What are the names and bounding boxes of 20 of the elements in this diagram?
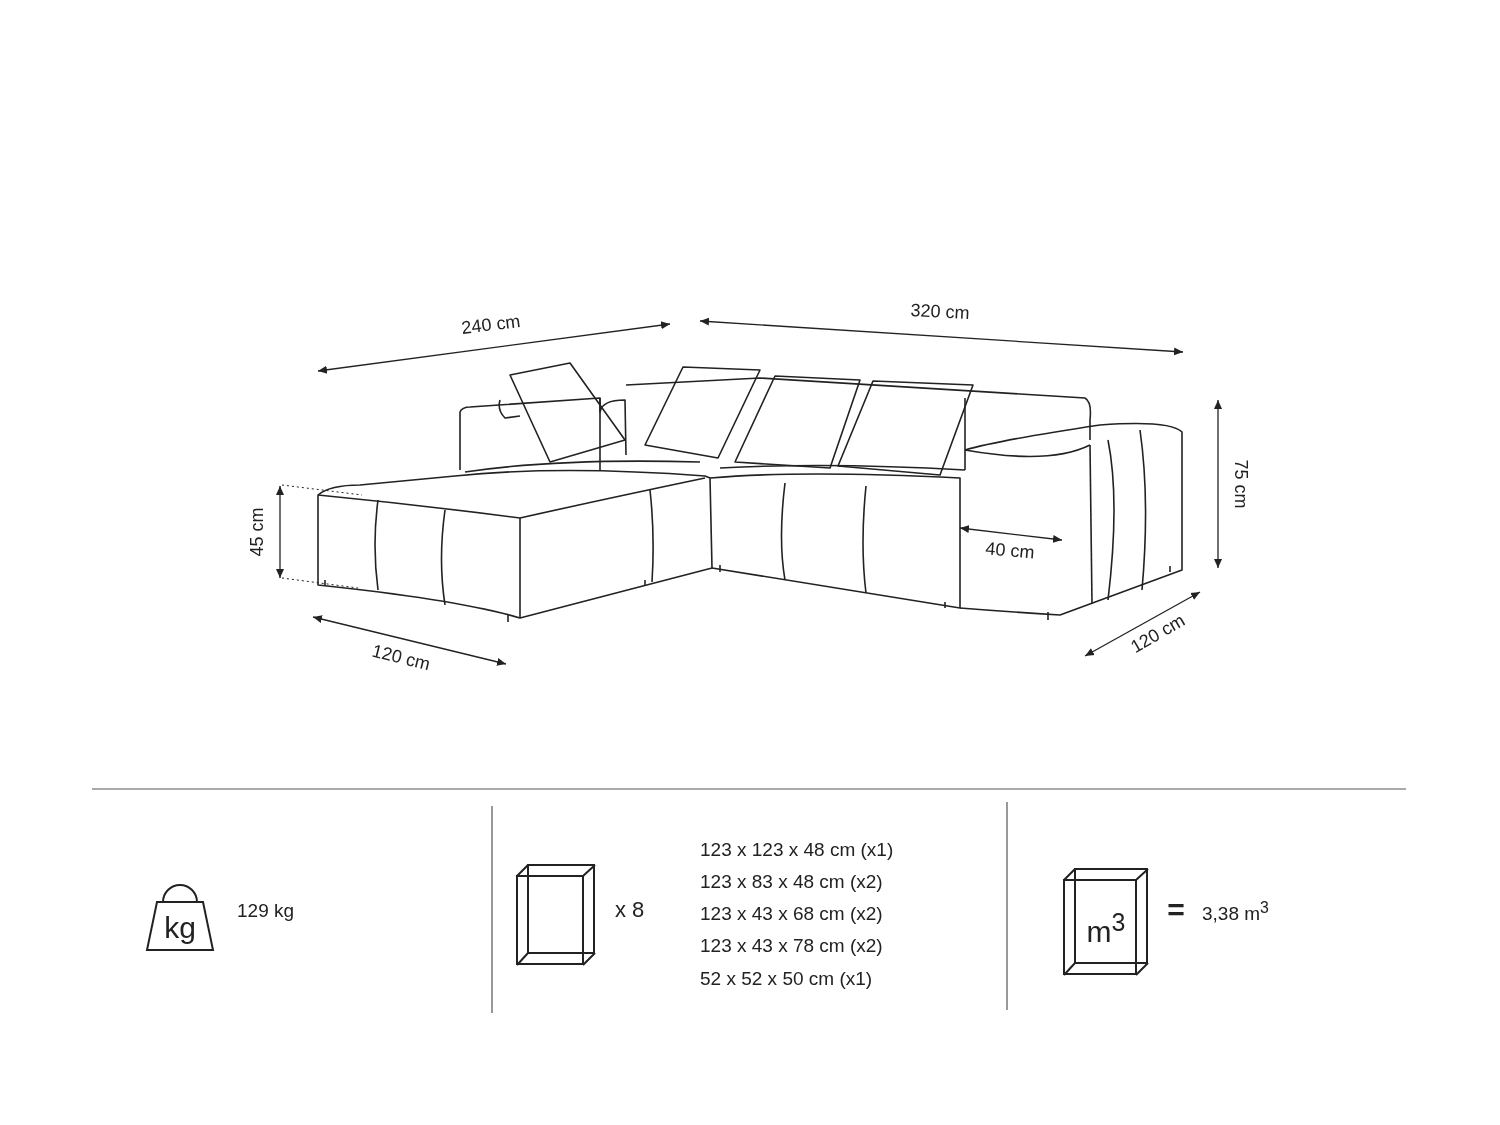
dimension-label: 120 cm xyxy=(1127,610,1189,658)
volume-box-icon xyxy=(1063,868,1149,976)
dimension-label: 75 cm xyxy=(1229,459,1251,509)
weight-unit-text: kg xyxy=(163,912,197,944)
dimension-label: 40 cm xyxy=(984,538,1036,564)
volume-unit-text: m$^{3}$ xyxy=(1085,907,1127,948)
dimension-label: 45 cm xyxy=(246,507,268,557)
package-size-text: 52 x 52 x 50 cm (x1) xyxy=(700,968,873,990)
dimension-label: 320 cm xyxy=(910,299,970,325)
package-box-icon xyxy=(516,864,596,966)
package-size-text: 123 x 83 x 48 cm (x2) xyxy=(700,871,883,893)
dimension-label: 120 cm xyxy=(369,640,433,676)
equals-sign: = xyxy=(1167,893,1185,927)
package-size-text: 123 x 43 x 78 cm (x2) xyxy=(700,935,883,957)
package-size-text: 123 x 123 x 48 cm (x1) xyxy=(700,839,894,861)
weight-value: 129 kg xyxy=(237,900,295,922)
dimension-label: 240 cm xyxy=(460,311,522,339)
package-count: x 8 xyxy=(615,897,645,923)
package-size-text: 123 x 43 x 68 cm (x2) xyxy=(700,903,883,925)
volume-value: 3,38 m$^{3}$ xyxy=(1202,899,1269,926)
